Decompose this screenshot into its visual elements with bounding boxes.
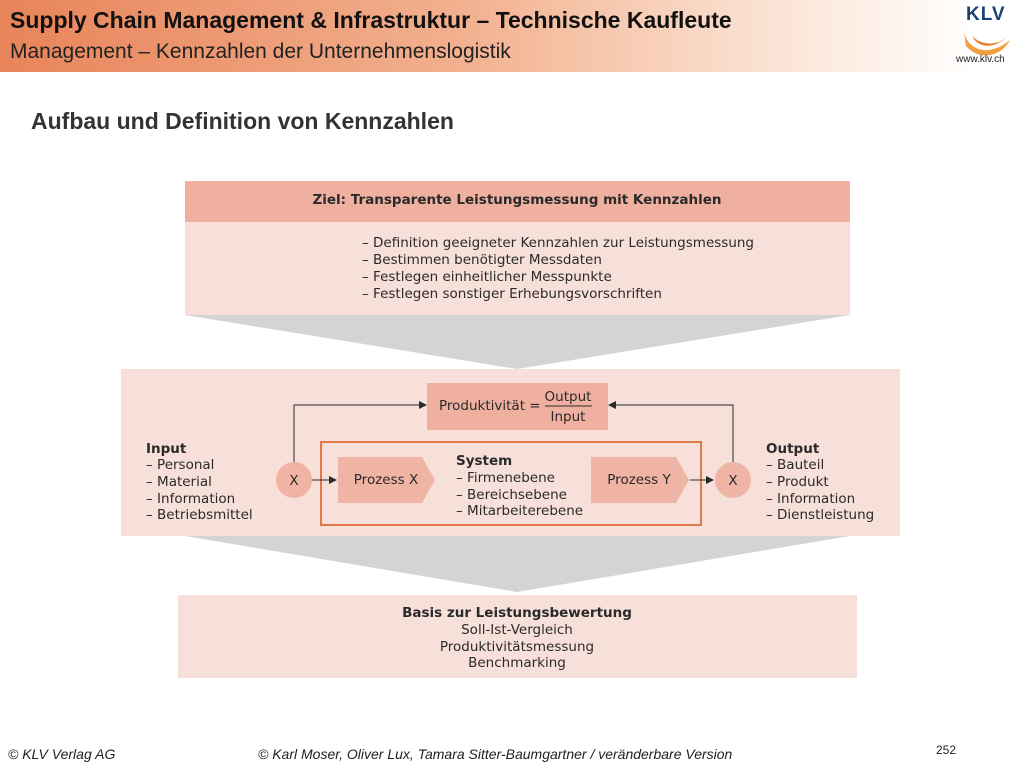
header-subtitle: Management – Kennzahlen der Unternehmens… — [10, 40, 511, 63]
system-item: – Firmenebene — [456, 470, 555, 486]
process-y-shape — [591, 457, 689, 503]
input-node-label: X — [289, 473, 298, 489]
basis-box — [178, 595, 857, 678]
arrow-input-to-productivity — [293, 401, 427, 462]
input-item: – Betriebsmittel — [146, 507, 253, 523]
arrow-output-to-productivity — [608, 401, 734, 462]
basis-item: Soll-Ist-Vergleich — [461, 622, 573, 638]
output-title: Output — [766, 441, 820, 457]
productivity-denominator: Input — [551, 409, 586, 425]
logo-text: KLV — [966, 4, 1006, 25]
basis-item: Benchmarking — [468, 655, 566, 671]
funnel-arrow-bottom — [185, 536, 850, 592]
basis-title: Basis zur Leistungsbewertung — [402, 605, 632, 621]
process-x-label: Prozess X — [354, 472, 418, 488]
process-x-shape — [338, 457, 435, 503]
funnel-arrow-top — [185, 315, 850, 369]
system-item: – Bereichsebene — [456, 487, 567, 503]
system-item: – Mitarbeiterebene — [456, 503, 583, 519]
klv-logo-icon — [964, 32, 1010, 56]
goal-item: – Bestimmen benötigter Messdaten — [362, 252, 602, 268]
process-y-label: Prozess Y — [607, 472, 671, 488]
productivity-numerator: Output — [545, 389, 592, 405]
output-item: – Information — [766, 491, 855, 507]
goal-item: – Definition geeigneter Kennzahlen zur L… — [362, 235, 754, 251]
logo-url: www.klv.ch — [956, 54, 1005, 65]
footer-publisher: © KLV Verlag AG — [8, 746, 116, 762]
input-title: Input — [146, 441, 187, 457]
page-number: 252 — [936, 743, 957, 757]
output-node-label: X — [728, 473, 737, 489]
goal-item: – Festlegen sonstiger Erhebungsvorschrif… — [362, 286, 662, 302]
productivity-label: Produktivität = — [439, 398, 541, 414]
input-item: – Personal — [146, 457, 214, 473]
goal-body — [185, 222, 850, 315]
input-node — [276, 462, 312, 498]
basis-item: Produktivitätsmessung — [440, 639, 594, 655]
page-heading: Aufbau und Definition von Kennzahlen — [31, 108, 454, 134]
goal-title-bar — [185, 181, 850, 222]
footer-authors: © Karl Moser, Oliver Lux, Tamara Sitter-… — [258, 746, 733, 762]
system-title: System — [456, 453, 512, 469]
output-node — [715, 462, 751, 498]
system-box — [320, 441, 702, 526]
header-banner: Supply Chain Management & Infrastruktur … — [0, 0, 1024, 72]
input-item: – Information — [146, 491, 235, 507]
input-item: – Material — [146, 474, 212, 490]
output-item: – Produkt — [766, 474, 829, 490]
header-title: Supply Chain Management & Infrastruktur … — [10, 7, 732, 33]
output-item: – Dienstleistung — [766, 507, 874, 523]
output-item: – Bauteil — [766, 457, 824, 473]
goal-title: Ziel: Transparente Leistungsmessung mit … — [312, 192, 721, 208]
goal-item: – Festlegen einheitlicher Messpunkte — [362, 269, 612, 285]
